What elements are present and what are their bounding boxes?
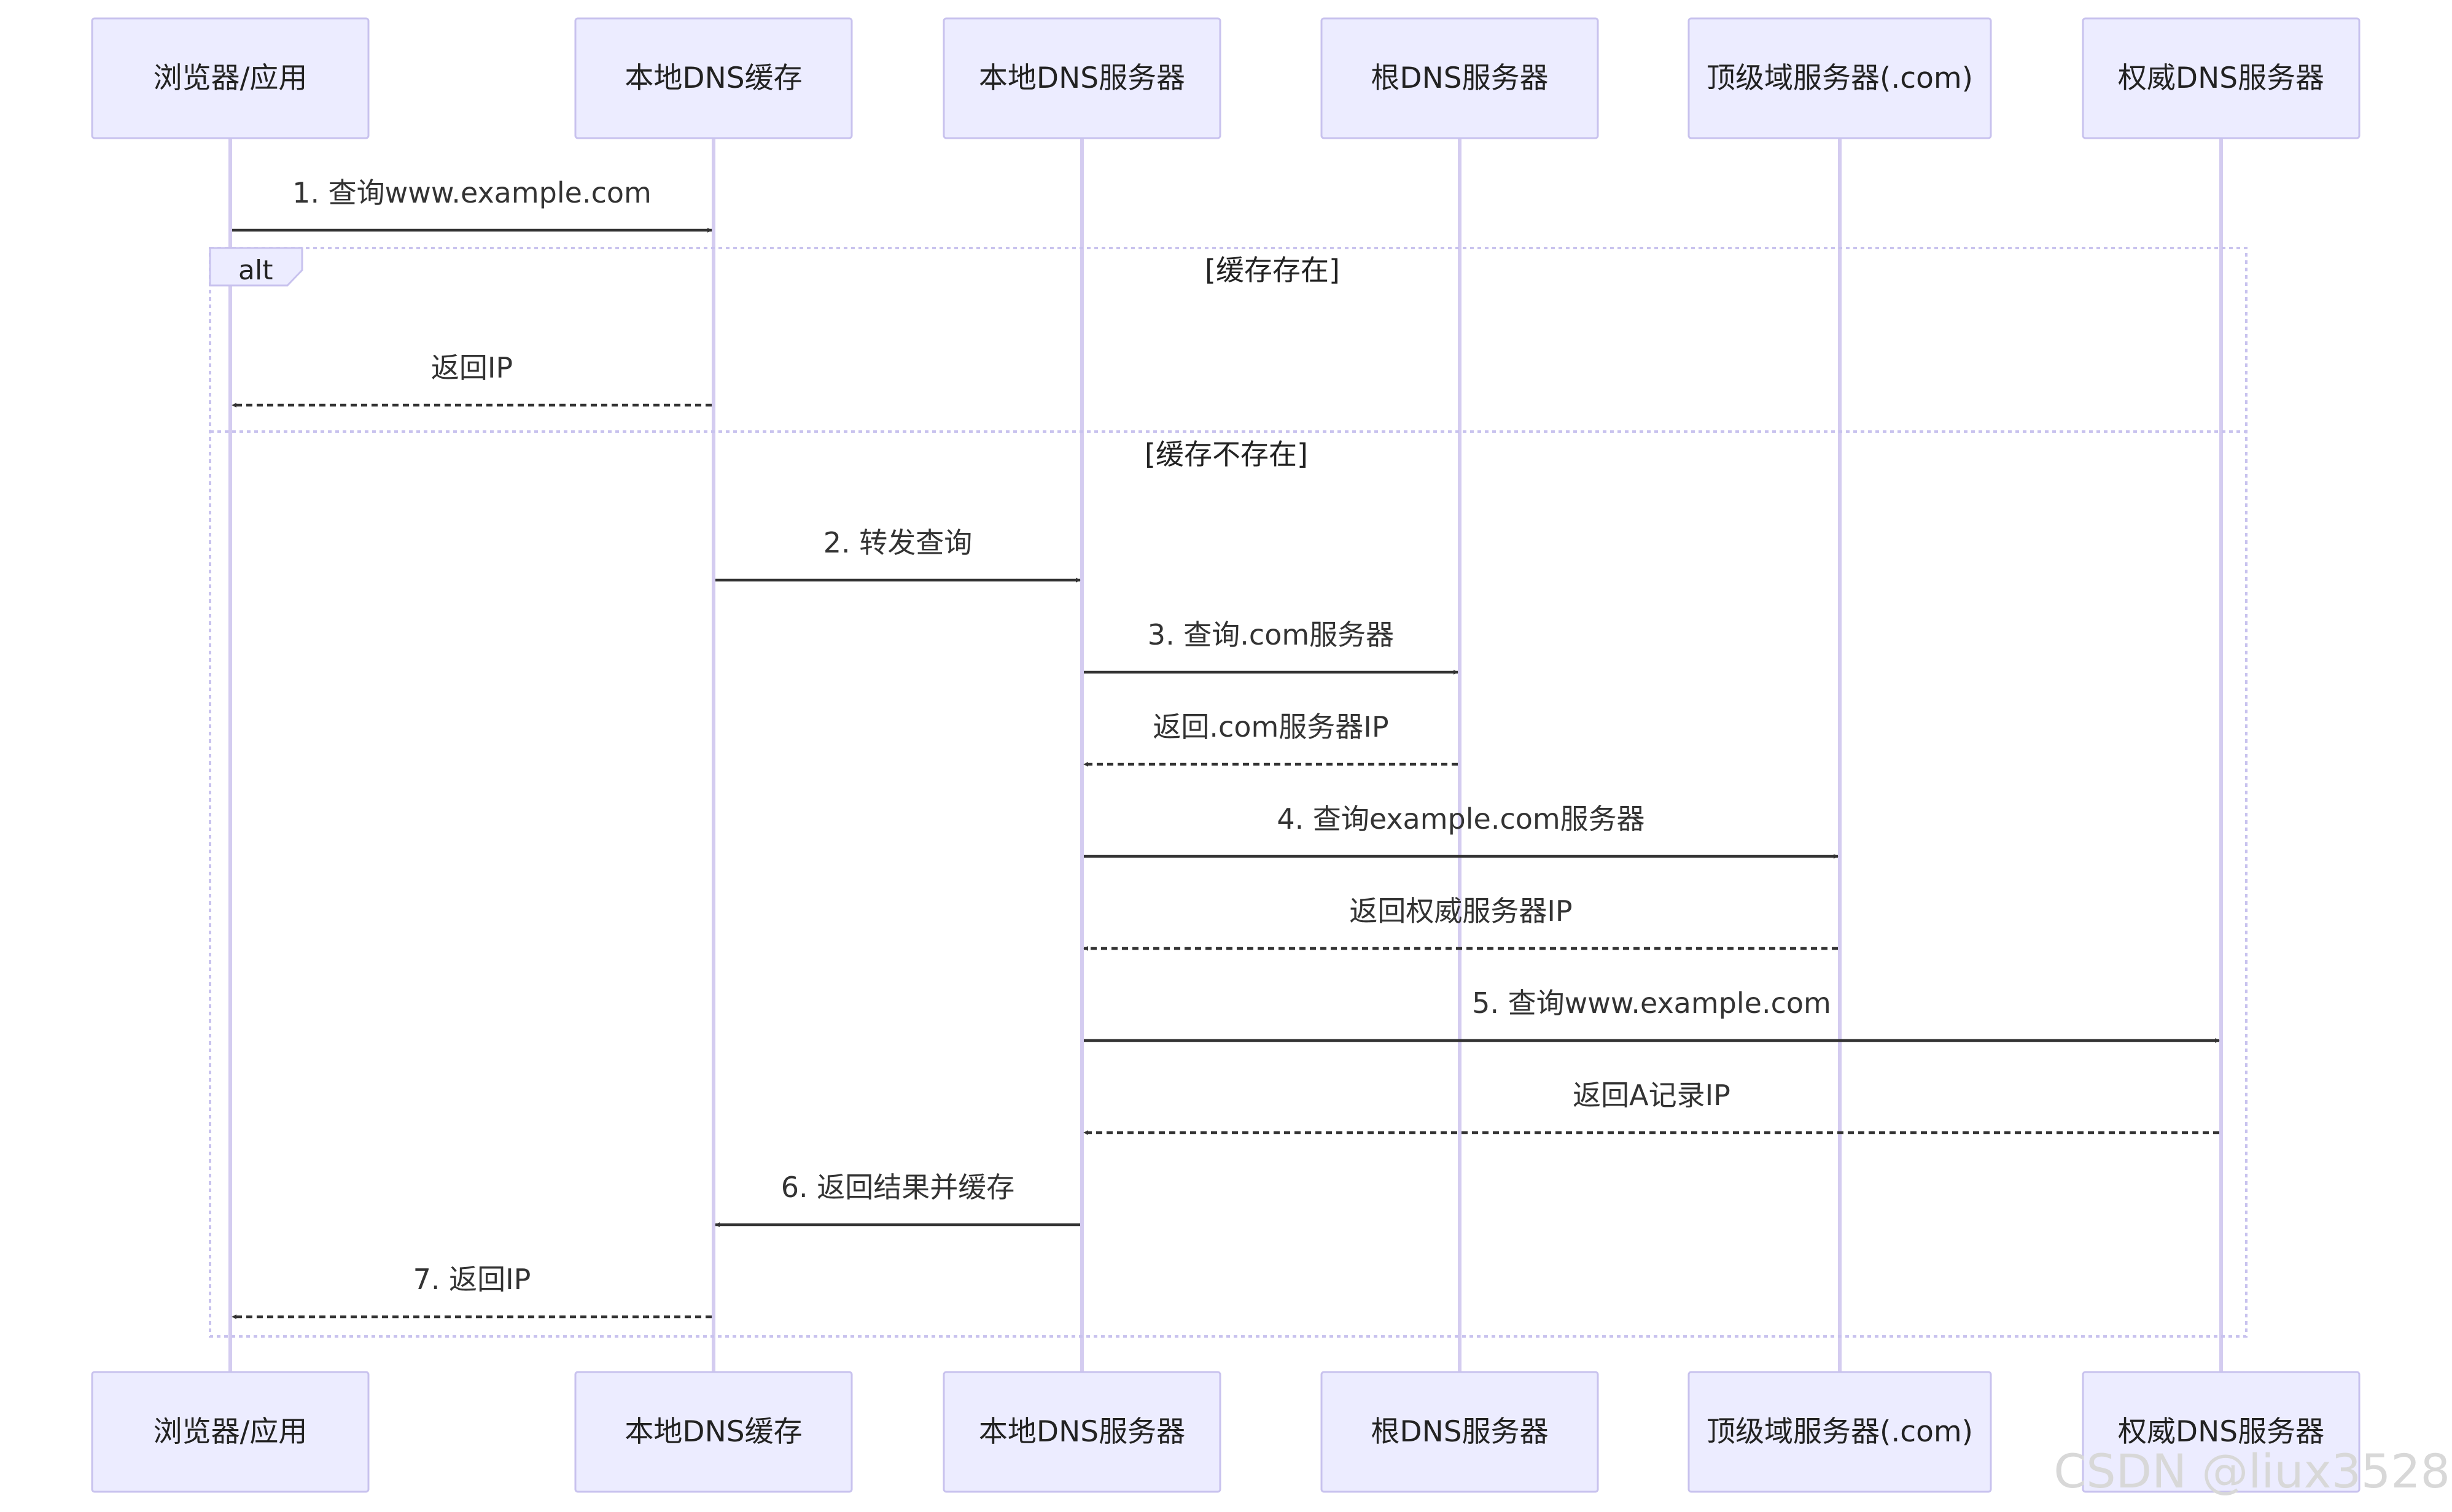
actor-box-tld-bottom	[1687, 1371, 1992, 1493]
actor-box-root-bottom	[1320, 1371, 1599, 1493]
actor-label-tld-bottom: 顶级域服务器(.com)	[1707, 1415, 1973, 1449]
actor-box-auth-top	[2082, 17, 2361, 139]
alt-section-cache-exists: [缓存存在]	[1205, 254, 1340, 287]
message-label-5: 返回.com服务器IP	[1153, 710, 1388, 743]
actor-box-browser-top	[91, 17, 370, 139]
actors: 浏览器/应用浏览器/应用本地DNS缓存本地DNS缓存本地DNS服务器本地DNS服…	[91, 17, 2361, 1493]
actor-box-browser-bottom	[91, 1371, 370, 1493]
actor-box-local-top	[943, 17, 1221, 139]
actor-label-tld-top: 顶级域服务器(.com)	[1707, 61, 1973, 95]
actor-box-tld-top	[1687, 17, 1992, 139]
lifelines	[228, 138, 2223, 1372]
alt-frame: alt [缓存存在] [缓存不存在]	[209, 247, 2248, 1338]
actor-label-browser-top: 浏览器/应用	[154, 61, 308, 95]
actor-label-root-bottom: 根DNS服务器	[1371, 1415, 1548, 1449]
actor-box-cache-bottom	[574, 1371, 853, 1493]
actor-label-browser-bottom: 浏览器/应用	[154, 1415, 308, 1449]
message-label-4: 3. 查询.com服务器	[1148, 618, 1394, 651]
messages: 1. 查询www.example.com 返回IP 2. 转发查询 3. 查询.com…	[232, 176, 2220, 1319]
actor-label-cache-top: 本地DNS缓存	[625, 61, 802, 95]
alt-frame-tab	[209, 247, 303, 287]
actor-label-local-top: 本地DNS服务器	[979, 61, 1185, 95]
actor-label-auth-bottom: 权威DNS服务器	[2118, 1415, 2324, 1449]
message-label-6: 4. 查询example.com服务器	[1277, 802, 1644, 835]
watermark: CSDN @liux3528	[2053, 1444, 2450, 1498]
actor-label-auth-top: 权威DNS服务器	[2118, 61, 2324, 95]
message-label-7: 返回权威服务器IP	[1349, 894, 1572, 928]
alt-frame-label: alt	[238, 255, 273, 286]
message-label-8: 5. 查询www.example.com	[1472, 987, 1831, 1020]
actor-box-cache-top	[574, 17, 853, 139]
message-label-11: 7. 返回IP	[413, 1263, 531, 1296]
message-label-10: 6. 返回结果并缓存	[781, 1171, 1015, 1204]
message-label-3: 2. 转发查询	[823, 526, 973, 559]
actor-box-local-bottom	[943, 1371, 1221, 1493]
actor-box-root-top	[1320, 17, 1599, 139]
actor-box-auth-bottom	[2082, 1371, 2361, 1493]
alt-frame-border	[209, 247, 2248, 1338]
message-label-2: 返回IP	[431, 351, 513, 384]
message-label-1: 1. 查询www.example.com	[292, 176, 652, 209]
actor-label-cache-bottom: 本地DNS缓存	[625, 1415, 802, 1449]
actor-label-root-top: 根DNS服务器	[1371, 61, 1548, 95]
alt-section-cache-missing: [缓存不存在]	[1145, 438, 1308, 471]
message-label-9: 返回A记录IP	[1573, 1079, 1730, 1112]
actor-label-local-bottom: 本地DNS服务器	[979, 1415, 1185, 1449]
